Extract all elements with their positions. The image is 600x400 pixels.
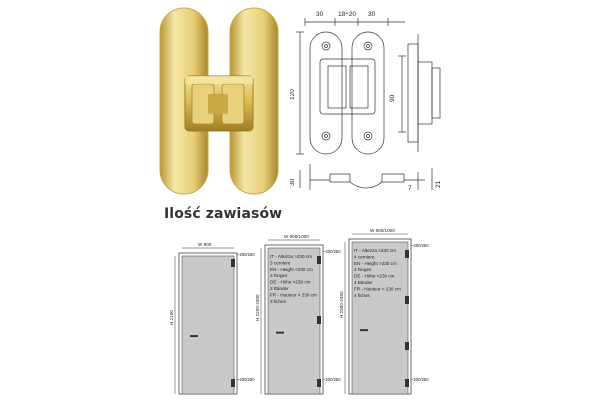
door-2-legend-line: 3 fiches [270, 299, 287, 304]
door-3-bottom-gap-label: ~200/250 [411, 377, 429, 382]
door-3-height-label: H 2300-2450 [339, 291, 344, 318]
dim-bottom-right-label: 21 [435, 180, 442, 188]
door-3-legend-line: 4 hinges [354, 267, 372, 272]
door-2-legend-line: 3 hinges [270, 273, 288, 278]
door-3-hinge-3 [405, 342, 409, 350]
dim-middle-label: 18÷20 [338, 11, 356, 18]
door-1-top-gap-label: ~200/250 [237, 252, 255, 257]
door-1-hinge-2 [231, 379, 235, 387]
door-3-legend-line: IT - Altezza >230 cm [354, 248, 396, 253]
door-3-hinge-1 [405, 250, 409, 258]
dim-bottom-small-label: 7 [408, 185, 412, 192]
door-1-height-label: H 2100 [169, 310, 174, 325]
door-3-leaf [351, 241, 409, 395]
door-3-legend-line: EN - Height >230 cm [354, 261, 397, 266]
section-title: Ilość zawiasów [164, 206, 283, 222]
door-3-legend-line: 4 Bänder [354, 280, 373, 285]
door-2-legend-line: 3 Bänder [270, 286, 289, 291]
door-2-hinge-3 [317, 379, 321, 387]
door-2-legend-line: 3 cerniere [270, 260, 291, 265]
door-2-legend-line: EN - Height <230 cm [270, 267, 313, 272]
door-2-leaf [267, 247, 321, 395]
door-2-legend-line: IT - Altezza >230 cm [270, 254, 312, 259]
door-1-bottom-gap-label: ~200/250 [237, 377, 255, 382]
door-2-legend-line: FR - Hauteur > 230 cm [270, 292, 317, 297]
hinge-product-image [159, 7, 279, 195]
door-1-leaf [181, 255, 235, 395]
door-3-width-label: W 900/1000 [370, 228, 395, 233]
door-3-top-gap-label: ~200/250 [411, 243, 429, 248]
door-3-legend-line: 4 fiches [354, 293, 371, 298]
dim-inner-label: 90 [389, 94, 396, 102]
technical-drawing: 30 18÷20 30 120 90 30 7 21 [290, 11, 442, 192]
door-2-hinge-2 [317, 316, 321, 324]
door-2-bottom-gap-label: ~200/250 [323, 377, 341, 382]
door-2-width-label: W 900/1000 [284, 234, 309, 239]
door-2-top-gap-label: ~200/250 [323, 249, 341, 254]
door-hinge-diagram: W 900 H 2100 ~200/250 ~200/250 W 900/1000 H 2… [169, 228, 429, 395]
door-3-legend-line: DE - Höhe >230 cm [354, 274, 395, 279]
door-2-hinge-1 [317, 256, 321, 264]
dim-right-label: 30 [368, 11, 376, 18]
door-3-hinge-4 [405, 379, 409, 387]
dim-height-label: 120 [290, 89, 296, 100]
door-1-width-label: W 900 [198, 242, 212, 247]
dim-bottom-left-label: 30 [290, 178, 296, 186]
door-3-hinge-2 [405, 296, 409, 304]
door-1-hinge-1 [231, 259, 235, 267]
door-2-legend-line: DE - Höhe >230 cm [270, 280, 311, 285]
door-2-height-label: H 2200-2300 [255, 294, 260, 321]
dim-left-label: 30 [316, 11, 324, 18]
door-3-legend-line: 4 cerniere [354, 254, 375, 259]
door-3-legend-line: FR - Hauteur > 230 cm [354, 286, 401, 291]
